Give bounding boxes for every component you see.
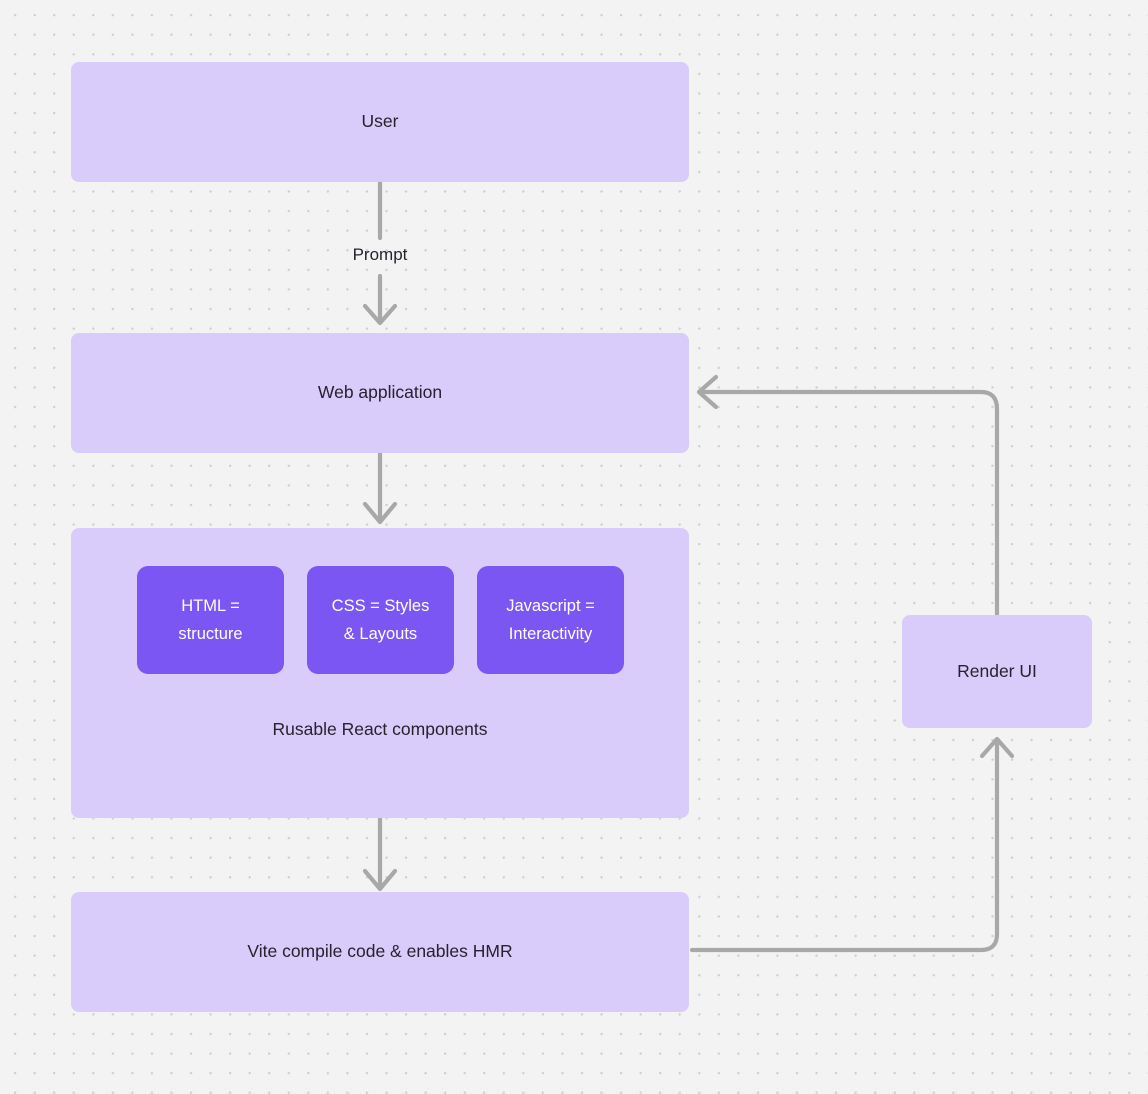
chip-css[interactable]: CSS = Styles & Layouts [307, 566, 454, 674]
node-user-label: User [361, 111, 399, 132]
components-group-caption: Rusable React components [272, 719, 488, 739]
chip-css-label: CSS = Styles & Layouts [331, 596, 430, 643]
node-vite-label: Vite compile code & enables HMR [247, 941, 513, 962]
chip-html[interactable]: HTML = structure [137, 566, 284, 674]
edge-vite-to-render [689, 736, 1015, 953]
node-render-ui-label: Render UI [957, 660, 1037, 681]
chip-javascript[interactable]: Javascript = Interactivity [477, 566, 624, 674]
node-web-application[interactable]: Web application [71, 333, 689, 453]
node-render-ui[interactable]: Render UI [902, 615, 1092, 728]
chip-html-label: HTML = structure [178, 596, 243, 643]
node-web-application-label: Web application [317, 382, 443, 403]
node-vite[interactable]: Vite compile code & enables HMR [71, 892, 689, 1012]
edge-label-prompt: Prompt [352, 245, 408, 264]
edge-components-to-vite [362, 815, 398, 892]
edge-render-to-web [696, 374, 1000, 617]
node-components-group[interactable]: HTML = structure CSS = Styles & Layouts … [71, 528, 689, 818]
chip-javascript-label: Javascript = Interactivity [506, 596, 595, 643]
node-user[interactable]: User [71, 62, 689, 182]
edge-web-to-components [362, 450, 398, 525]
